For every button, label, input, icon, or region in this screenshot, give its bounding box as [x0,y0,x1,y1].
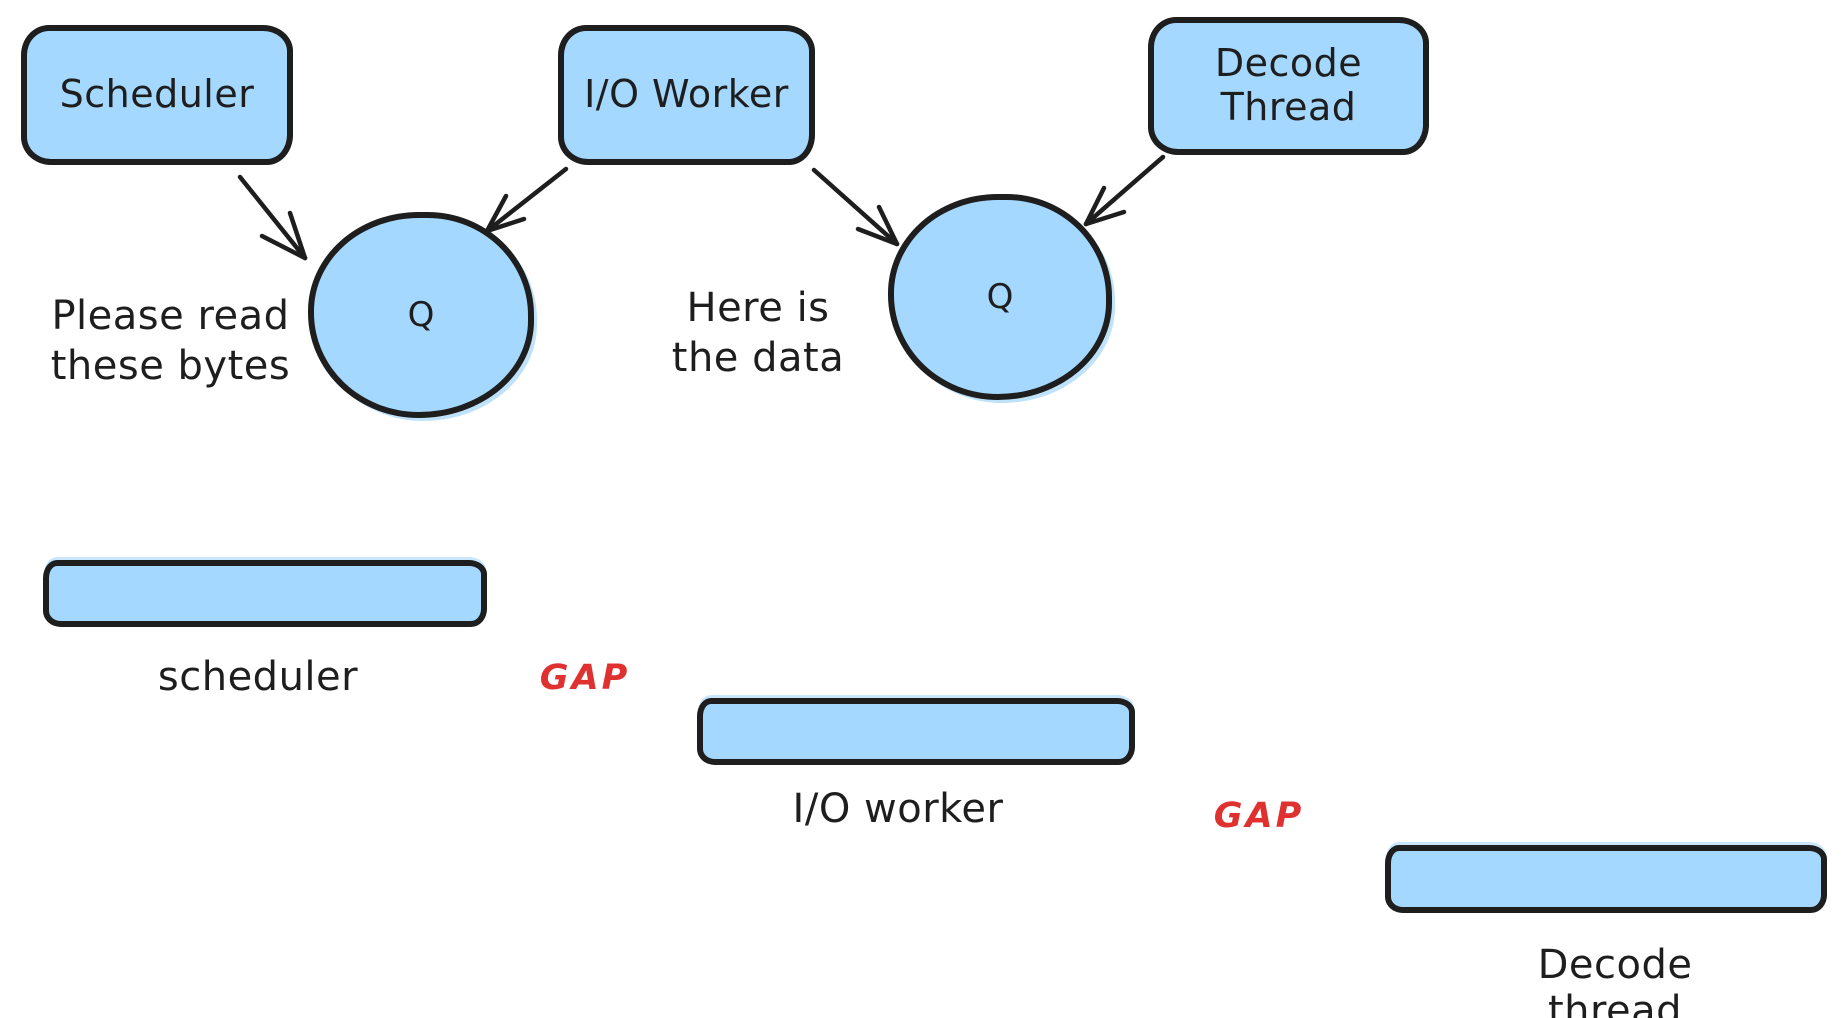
timeline-label-io-worker: I/O worker [792,786,1004,832]
scheduler-node: Scheduler [21,25,293,165]
note-here-is-line2: the data [671,335,845,381]
gap-label-2: GAP [1213,796,1305,836]
arrow-decode-thread-to-right-queue-icon [1083,154,1166,227]
decode-thread-node: Decode Thread [1148,17,1429,155]
queue-right-circle: Q [888,194,1112,400]
arrow-io-worker-to-left-queue-icon [484,166,569,234]
timeline-bar-scheduler [43,560,487,627]
queue-right-label: Q [986,277,1014,317]
timeline-label-scheduler: scheduler [157,654,359,700]
queue-left-label: Q [407,295,435,335]
queue-left-circle: Q [308,212,534,418]
scheduler-node-label: Scheduler [59,72,255,117]
io-worker-node-label: I/O Worker [584,72,789,117]
arrow-io-worker-to-right-queue-icon [811,167,900,247]
arrow-scheduler-to-left-queue-icon [237,174,308,261]
note-please-read-these-bytes: Please read these bytes [28,291,313,391]
gap-label-1: GAP [539,658,631,698]
timeline-bar-decode-thread [1385,845,1827,913]
note-here-is-line1: Here is [686,285,830,331]
timeline-bar-io-worker [697,698,1135,765]
note-please-read-line2: these bytes [50,343,291,389]
decode-thread-label-line2: Thread [1220,85,1357,129]
timeline-label-decode-thread: Decode thread [1537,942,1693,1018]
io-worker-node: I/O Worker [558,25,815,165]
note-here-is-the-data: Here is the data [633,283,883,383]
decode-thread-node-label: Decode Thread [1215,42,1362,129]
note-please-read-line1: Please read [51,293,290,339]
decode-thread-label-line1: Decode [1214,41,1363,86]
